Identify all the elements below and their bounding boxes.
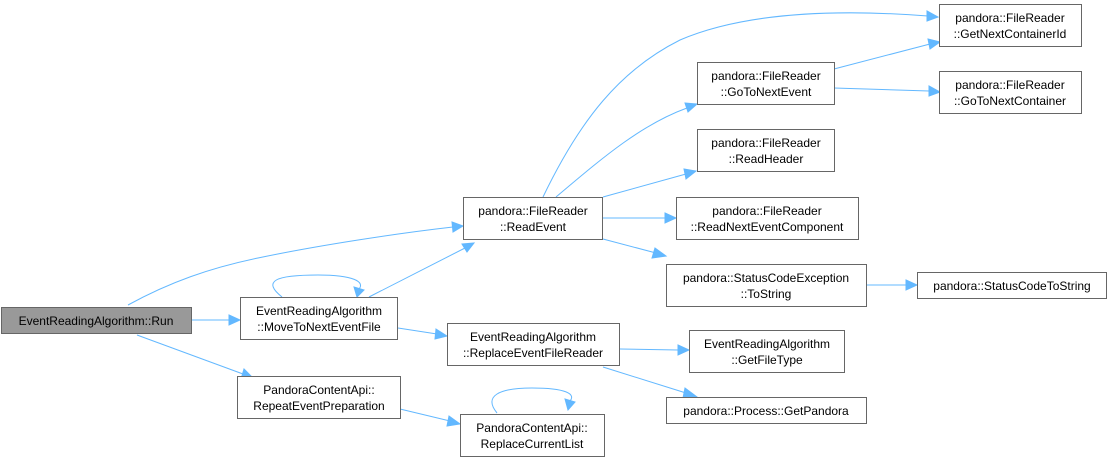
node-label-line: ReplaceCurrentList xyxy=(481,437,584,451)
edge-run-to-move xyxy=(192,314,242,326)
edge-statusexc-to-statustostring xyxy=(867,279,919,291)
node-repeateventpreparation[interactable]: PandoraContentApi:: RepeatEventPreparati… xyxy=(237,376,401,419)
node-label-line: ::ReplaceEventFileReader xyxy=(463,346,603,360)
edge-readevent-to-readheader xyxy=(602,168,698,198)
edge-replacelist-self-loop xyxy=(491,387,576,414)
node-label-line: pandora::FileReader xyxy=(478,204,587,218)
node-label-line: ::ReadEvent xyxy=(500,220,567,234)
node-statuscodeexception-tostring[interactable]: pandora::StatusCodeException ::ToString xyxy=(666,264,867,307)
edge-gotonextevent-to-getnextcontainerid xyxy=(833,38,942,70)
node-label-line: ::ReadHeader xyxy=(729,152,804,166)
node-eventreadingalgorithm-run[interactable]: EventReadingAlgorithm::Run xyxy=(1,307,192,334)
node-movetonexteventfile[interactable]: EventReadingAlgorithm ::MoveToNextEventF… xyxy=(240,297,398,340)
node-label-line: pandora::FileReader xyxy=(711,136,820,150)
node-label-line: pandora::FileReader xyxy=(712,204,821,218)
edge-move-to-replacereader xyxy=(397,327,449,340)
node-label-line: EventReadingAlgorithm xyxy=(704,337,830,351)
node-filereader-readevent[interactable]: pandora::FileReader ::ReadEvent xyxy=(463,197,603,240)
edge-readevent-to-getnextcontainerid xyxy=(542,10,940,198)
node-label-line: pandora::FileReader xyxy=(955,78,1064,92)
node-label-line: ::ToString xyxy=(741,287,792,301)
edge-replacereader-to-getfiletype xyxy=(619,344,691,356)
edge-move-to-readevent xyxy=(368,242,476,298)
node-replacecurrentlist[interactable]: PandoraContentApi:: ReplaceCurrentList xyxy=(460,414,605,457)
node-filereader-readheader[interactable]: pandora::FileReader ::ReadHeader xyxy=(697,129,835,172)
node-label-line: EventReadingAlgorithm xyxy=(470,330,596,344)
edge-readevent-to-gotonextevent xyxy=(555,102,699,198)
node-label-line: ::GoToNextEvent xyxy=(721,85,812,99)
edge-repeat-to-replacelist xyxy=(399,408,462,427)
edge-run-to-readevent xyxy=(127,221,465,306)
node-statuscodetostring[interactable]: pandora::StatusCodeToString xyxy=(917,272,1107,299)
node-filereader-getnextcontainerid[interactable]: pandora::FileReader ::GetNextContainerId xyxy=(939,4,1082,47)
node-label-line: ::GoToNextContainer xyxy=(954,94,1066,108)
node-label-line: PandoraContentApi:: xyxy=(476,421,587,435)
edge-replacereader-to-getpandora xyxy=(602,366,699,399)
node-label-line: pandora::FileReader xyxy=(711,69,820,83)
node-label-line: ::MoveToNextEventFile xyxy=(257,320,381,334)
node-label-line: EventReadingAlgorithm::Run xyxy=(19,314,174,328)
node-label-line: EventReadingAlgorithm xyxy=(256,304,382,318)
node-label-line: pandora::StatusCodeToString xyxy=(933,279,1090,293)
node-label-line: pandora::Process::GetPandora xyxy=(683,404,849,418)
node-label-line: ::GetNextContainerId xyxy=(954,27,1067,41)
node-filereader-gotonextcontainer[interactable]: pandora::FileReader ::GoToNextContainer xyxy=(939,71,1082,114)
node-label-line: RepeatEventPreparation xyxy=(253,399,384,413)
edge-move-self-loop xyxy=(272,274,365,298)
edge-gotonextevent-to-gotonextcontainer xyxy=(833,85,942,97)
node-label-line: ::ReadNextEventComponent xyxy=(691,220,844,234)
edge-readevent-to-readnext xyxy=(603,212,678,224)
node-process-getpandora[interactable]: pandora::Process::GetPandora xyxy=(666,397,867,424)
node-label-line: ::GetFileType xyxy=(731,353,803,367)
node-label-line: pandora::FileReader xyxy=(955,11,1064,25)
node-getfiletype[interactable]: EventReadingAlgorithm ::GetFileType xyxy=(689,330,845,373)
edge-run-to-repeat xyxy=(136,334,254,380)
edge-readevent-to-statusexc xyxy=(602,238,668,259)
node-label-line: PandoraContentApi:: xyxy=(263,383,374,397)
node-replaceeventfilereader[interactable]: EventReadingAlgorithm ::ReplaceEventFile… xyxy=(447,323,620,366)
node-filereader-gotonextevent[interactable]: pandora::FileReader ::GoToNextEvent xyxy=(697,62,835,105)
node-filereader-readnexteventcomponent[interactable]: pandora::FileReader ::ReadNextEventCompo… xyxy=(676,197,859,240)
node-label-line: pandora::StatusCodeException xyxy=(683,271,849,285)
